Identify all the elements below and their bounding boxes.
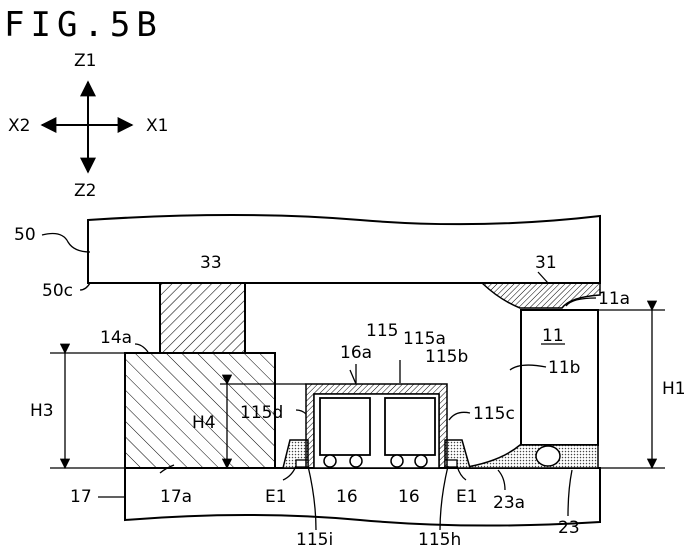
axis-label-x1: X1 xyxy=(146,116,168,136)
label-11b: 11b xyxy=(548,358,580,378)
axis-label-z2: Z2 xyxy=(74,181,96,201)
label-115a: 115a xyxy=(403,329,446,349)
label-115c: 115c xyxy=(473,404,515,424)
axis-label-z1: Z1 xyxy=(74,51,96,71)
label-16-right: 16 xyxy=(398,487,420,507)
label-115b: 115b xyxy=(425,347,468,367)
label-23: 23 xyxy=(558,518,580,538)
label-115: 115 xyxy=(366,321,398,341)
solder-ball-23 xyxy=(535,445,561,467)
dimension-h4: H4 xyxy=(192,413,216,433)
chip-bumps xyxy=(323,454,428,468)
label-115h: 115h xyxy=(418,530,461,550)
board-17 xyxy=(124,467,601,527)
label-14a: 14a xyxy=(100,328,132,348)
label-16a: 16a xyxy=(340,343,372,363)
label-50c: 50c xyxy=(42,281,73,301)
label-e1-right: E1 xyxy=(456,487,478,507)
direction-axes: Z1 Z2 X1 X2 xyxy=(8,51,168,201)
label-11a: 11a xyxy=(598,289,630,309)
spacer-33 xyxy=(159,282,246,354)
figure-title: FIG.5B xyxy=(4,5,163,45)
member-50-plate xyxy=(87,214,601,284)
dimension-lines xyxy=(50,300,665,470)
chip-16-left xyxy=(319,397,371,456)
dimension-h1: H1 xyxy=(662,379,684,399)
adhesive-31 xyxy=(480,282,601,309)
label-33: 33 xyxy=(200,253,222,273)
label-16-left: 16 xyxy=(336,487,358,507)
leader-lines xyxy=(41,232,597,531)
label-115i: 115i xyxy=(296,530,333,550)
chip-16-right xyxy=(384,397,436,456)
label-23a: 23a xyxy=(493,493,525,513)
label-17: 17 xyxy=(70,487,92,507)
label-31: 31 xyxy=(535,253,557,273)
adhesive-23 xyxy=(460,444,599,469)
label-e1-left: E1 xyxy=(265,487,287,507)
dimension-h3: H3 xyxy=(30,401,54,421)
label-11: 11 xyxy=(542,326,564,346)
label-17a: 17a xyxy=(160,487,192,507)
block-14 xyxy=(124,352,276,469)
axis-label-x2: X2 xyxy=(8,116,30,136)
label-115d: 115d xyxy=(240,403,283,423)
label-50: 50 xyxy=(14,225,36,245)
